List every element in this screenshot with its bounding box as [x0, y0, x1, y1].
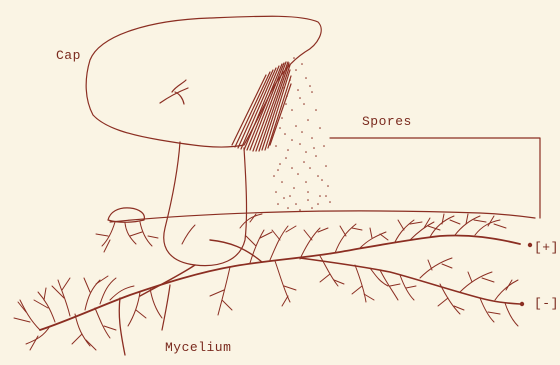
cap-squiggle — [160, 80, 188, 104]
mycelium-network — [14, 214, 520, 355]
spores-leader-line — [330, 138, 540, 218]
mushroom-stem — [164, 142, 247, 266]
terminal-minus-dot — [520, 302, 524, 306]
positive-terminal-label: [+] — [534, 240, 559, 255]
negative-terminal-label: [-] — [534, 296, 559, 311]
cap-label: Cap — [56, 48, 81, 63]
mycelium-label: Mycelium — [165, 340, 231, 355]
cap-gills — [232, 62, 291, 151]
spores-label: Spores — [362, 114, 412, 129]
terminal-plus-dot — [528, 243, 532, 247]
